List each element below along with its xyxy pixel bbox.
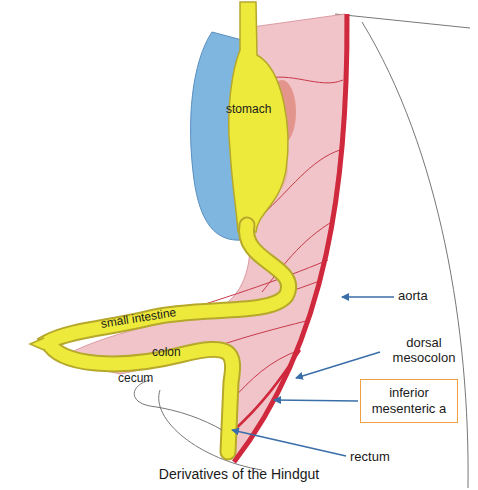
part-label: aorta — [398, 289, 428, 304]
callout-text-group: inferior mesenteric a — [361, 385, 457, 416]
leader-arrows — [232, 297, 394, 456]
cecum-tip — [30, 338, 44, 350]
gut-tube — [48, 225, 289, 452]
gut-tube-outline — [48, 225, 289, 452]
part-label: stomach — [226, 103, 271, 117]
callout-text: inferior mesenteric a — [361, 385, 457, 416]
inferior-mesenteric-artery — [232, 350, 300, 432]
appendix-outline — [134, 380, 222, 430]
body-wall-line — [335, 14, 470, 28]
stomach-shape — [229, 2, 288, 232]
figure-caption: Derivatives of the Hindgut — [0, 466, 478, 482]
mesentery — [58, 14, 345, 456]
part-label: rectum — [350, 450, 390, 465]
part-label: cecum — [118, 372, 153, 386]
part-label: colon — [152, 346, 181, 360]
part-label: dorsal mesocolon — [378, 336, 470, 366]
callout-box: inferior mesenteric a — [360, 379, 458, 423]
